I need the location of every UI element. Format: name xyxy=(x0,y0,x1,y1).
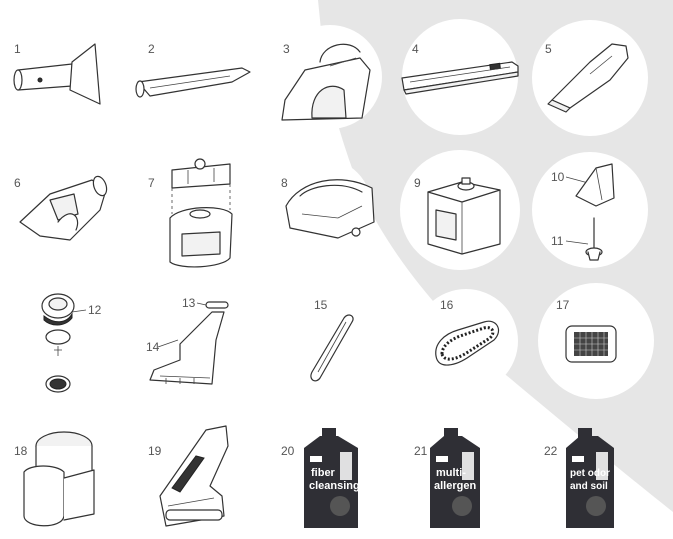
bottle-20-line2: cleansing xyxy=(309,480,360,492)
bottle-22-line2: and soil xyxy=(570,481,608,492)
part-number-20: 20 xyxy=(281,444,295,458)
part-number-21: 21 xyxy=(414,444,428,458)
part-number-13: 13 xyxy=(182,296,196,310)
part-number-14: 14 xyxy=(146,340,160,354)
part-number-8: 8 xyxy=(281,176,288,190)
part-number-15: 15 xyxy=(314,298,328,312)
part-number-1: 1 xyxy=(14,42,21,56)
part-number-18: 18 xyxy=(14,444,28,458)
part-number-4: 4 xyxy=(412,42,419,56)
part-number-10: 10 xyxy=(551,170,565,184)
bottle-20-line1: fiber xyxy=(311,467,336,479)
part-number-12: 12 xyxy=(88,303,102,317)
bottle-22-line1: pet odor xyxy=(570,468,610,479)
part-number-22: 22 xyxy=(544,444,558,458)
part-number-16: 16 xyxy=(440,298,454,312)
part-number-5: 5 xyxy=(545,42,552,56)
part-number-3: 3 xyxy=(283,42,290,56)
part-number-17: 17 xyxy=(556,298,570,312)
bottle-21-line2: allergen xyxy=(434,480,476,492)
part-number-9: 9 xyxy=(414,176,421,190)
part-number-2: 2 xyxy=(148,42,155,56)
circle-part-10-11 xyxy=(532,152,648,268)
part-number-19: 19 xyxy=(148,444,162,458)
part-number-7: 7 xyxy=(148,176,155,190)
part-number-6: 6 xyxy=(14,176,21,190)
part-number-11: 11 xyxy=(551,234,564,248)
bottle-21-line1: multi- xyxy=(436,467,466,479)
